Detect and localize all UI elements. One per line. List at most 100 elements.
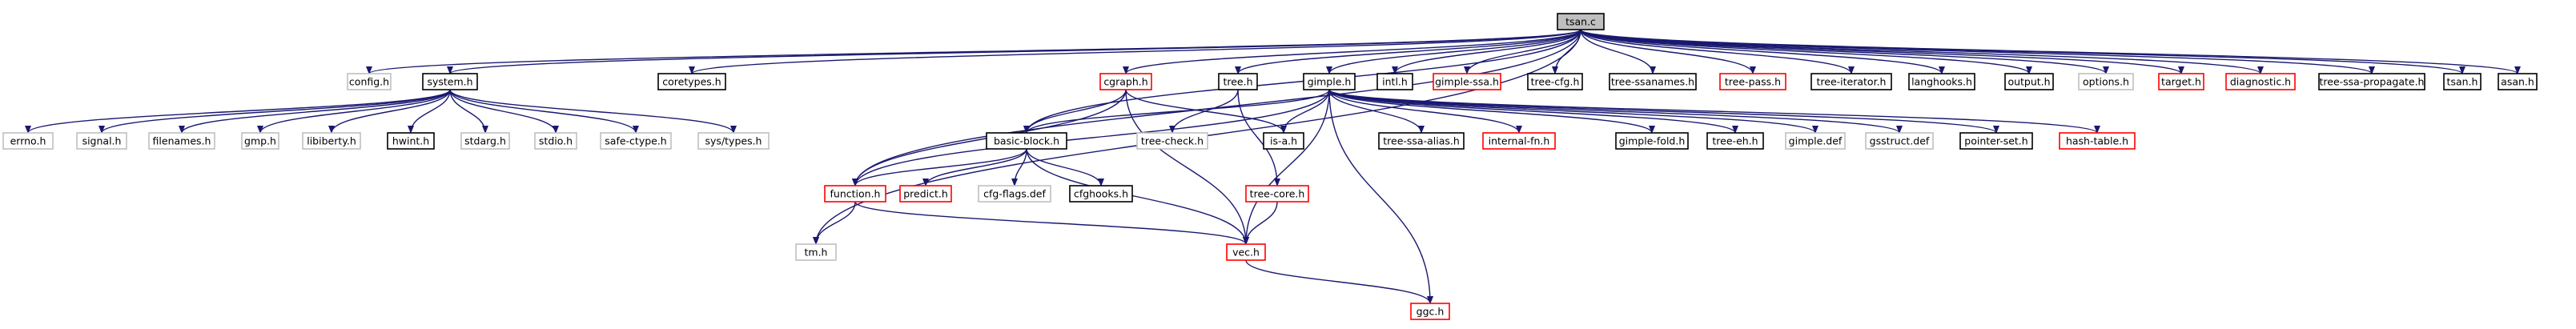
- node-label: tm.h: [805, 247, 828, 259]
- edge-function-h-to-vec-h: [854, 201, 1249, 245]
- edge-tsan-c-to-langhooks-h: [1580, 29, 1945, 74]
- node-label: coretypes.h: [662, 76, 721, 88]
- node-box: [302, 132, 361, 150]
- node-label: tsan.c: [1565, 16, 1596, 28]
- node-box: [460, 132, 510, 150]
- node-predict-h[interactable]: predict.h: [899, 185, 952, 203]
- edge-tsan-c-to-function-h: [852, 29, 1581, 187]
- node-tm-h[interactable]: tm.h: [795, 243, 837, 261]
- node-intl-h[interactable]: intl.h: [1376, 73, 1413, 90]
- node-output-h[interactable]: output.h: [2004, 73, 2054, 90]
- node-box: [1376, 73, 1413, 90]
- node-asan-h[interactable]: asan.h: [2498, 73, 2538, 90]
- node-vec-h[interactable]: vec.h: [1226, 243, 1266, 261]
- node-gsstruct-def[interactable]: gsstruct.def: [1865, 132, 1934, 150]
- edge-gimple-h-to-tree-eh-h: [1328, 89, 1738, 134]
- edge-tsan-c-to-tree-pass-h: [1580, 29, 1756, 74]
- node-signal-h[interactable]: signal.h: [76, 132, 127, 150]
- node-tree-pass-h[interactable]: tree-pass.h: [1719, 73, 1786, 90]
- edge-gimple-h-to-gimple-fold-h: [1328, 89, 1655, 134]
- node-label: safe-ctype.h: [605, 135, 666, 147]
- node-internal-fn-h[interactable]: internal-fn.h: [1482, 132, 1556, 150]
- node-config-h[interactable]: config.h: [347, 73, 392, 90]
- node-label: config.h: [349, 76, 389, 88]
- node-tree-ssa-propagate-h[interactable]: tree-ssa-propagate.h: [2318, 73, 2425, 90]
- node-tree-check-h[interactable]: tree-check.h: [1136, 132, 1208, 150]
- node-label: pointer-set.h: [1964, 135, 2027, 147]
- edge-tsan-c-to-cgraph-h: [1123, 29, 1581, 74]
- node-tree-ssanames-h[interactable]: tree-ssanames.h: [1609, 73, 1697, 90]
- node-gimple-def[interactable]: gimple.def: [1785, 132, 1846, 150]
- node-label: tree-ssa-propagate.h: [2320, 76, 2425, 88]
- node-errno-h[interactable]: errno.h: [2, 132, 54, 150]
- node-sys-types-h[interactable]: sys/types.h: [697, 132, 770, 150]
- node-gimple-ssa-h[interactable]: gimple-ssa.h: [1433, 73, 1501, 90]
- node-label: hwint.h: [392, 135, 429, 147]
- node-label: tree-check.h: [1141, 135, 1204, 147]
- node-tree-ssa-alias-h[interactable]: tree-ssa-alias.h: [1378, 132, 1465, 150]
- node-system-h[interactable]: system.h: [422, 73, 478, 90]
- node-box: [1069, 185, 1133, 203]
- node-tree-core-h[interactable]: tree-core.h: [1245, 185, 1309, 203]
- edge-tsan-c-to-tree-ssa-propagate-h: [1580, 29, 2375, 74]
- node-label: stdio.h: [539, 135, 573, 147]
- node-box: [1136, 132, 1208, 150]
- node-cgraph-h[interactable]: cgraph.h: [1099, 73, 1152, 90]
- node-is-a-h[interactable]: is-a.h: [1263, 132, 1304, 150]
- node-box: [1865, 132, 1934, 150]
- node-box: [697, 132, 770, 150]
- node-filenames-h[interactable]: filenames.h: [148, 132, 215, 150]
- node-box: [241, 132, 279, 150]
- node-hash-table-h[interactable]: hash-table.h: [2059, 132, 2136, 150]
- node-label: intl.h: [1382, 76, 1408, 88]
- node-label: tree-cfg.h: [1531, 76, 1580, 88]
- node-function-h[interactable]: function.h: [824, 185, 886, 203]
- node-libiberty-h[interactable]: libiberty.h: [302, 132, 361, 150]
- node-box: [2004, 73, 2054, 90]
- node-gmp-h[interactable]: gmp.h: [241, 132, 279, 150]
- edge-gimple-h-to-ggc-h: [1328, 89, 1433, 304]
- node-target-h[interactable]: target.h: [2158, 73, 2204, 90]
- node-label: gsstruct.def: [1870, 135, 1930, 147]
- node-box: [1527, 73, 1583, 90]
- node-gimple-fold-h[interactable]: gimple-fold.h: [1615, 132, 1689, 150]
- node-box: [795, 243, 837, 261]
- node-coretypes-h[interactable]: coretypes.h: [657, 73, 726, 90]
- node-gimple-h[interactable]: gimple.h: [1303, 73, 1356, 90]
- edge-tree-core-h-to-vec-h: [1243, 201, 1278, 245]
- node-label: tree-pass.h: [1725, 76, 1781, 88]
- node-label: stdarg.h: [464, 135, 506, 147]
- node-tree-eh-h[interactable]: tree-eh.h: [1706, 132, 1764, 150]
- node-pointer-set-h[interactable]: pointer-set.h: [1959, 132, 2033, 150]
- node-tsan-h[interactable]: tsan.h: [2443, 73, 2482, 90]
- edge-system-h-to-stdarg-h: [449, 89, 488, 134]
- edge-tree-h-to-tree-core-h: [1237, 89, 1280, 187]
- node-safe-ctype-h[interactable]: safe-ctype.h: [600, 132, 672, 150]
- node-ggc-h[interactable]: ggc.h: [1410, 303, 1450, 320]
- node-cfghooks-h[interactable]: cfghooks.h: [1069, 185, 1133, 203]
- node-basic-block-h[interactable]: basic-block.h: [986, 132, 1067, 150]
- node-box: [1959, 132, 2033, 150]
- edge-system-h-to-libiberty-h: [328, 89, 451, 134]
- node-box: [1245, 185, 1309, 203]
- node-diagnostic-h[interactable]: diagnostic.h: [2225, 73, 2296, 90]
- node-tsan-c[interactable]: tsan.c: [1557, 13, 1605, 30]
- node-tree-cfg-h[interactable]: tree-cfg.h: [1527, 73, 1583, 90]
- node-tree-iterator-h[interactable]: tree-iterator.h: [1810, 73, 1892, 90]
- node-label: basic-block.h: [994, 135, 1059, 147]
- edge-tree-h-to-tree-check-h: [1169, 89, 1239, 134]
- edge-basic-block-h-to-cfg-flags-def: [1011, 148, 1027, 187]
- node-label: errno.h: [10, 135, 46, 147]
- node-langhooks-h[interactable]: langhooks.h: [1908, 73, 1975, 90]
- edge-system-h-to-safe-ctype-h: [449, 89, 639, 134]
- node-tree-h[interactable]: tree.h: [1218, 73, 1258, 90]
- edge-tsan-c-to-asan-h: [1580, 29, 2521, 74]
- edge-tsan-c-to-system-h: [447, 29, 1581, 74]
- node-stdarg-h[interactable]: stdarg.h: [460, 132, 510, 150]
- node-box: [1482, 132, 1556, 150]
- node-hwint-h[interactable]: hwint.h: [387, 132, 435, 150]
- edge-vec-h-to-ggc-h: [1245, 259, 1433, 304]
- node-options-h[interactable]: options.h: [2078, 73, 2134, 90]
- node-stdio-h[interactable]: stdio.h: [534, 132, 577, 150]
- node-cfg-flags-def[interactable]: cfg-flags.def: [978, 185, 1051, 203]
